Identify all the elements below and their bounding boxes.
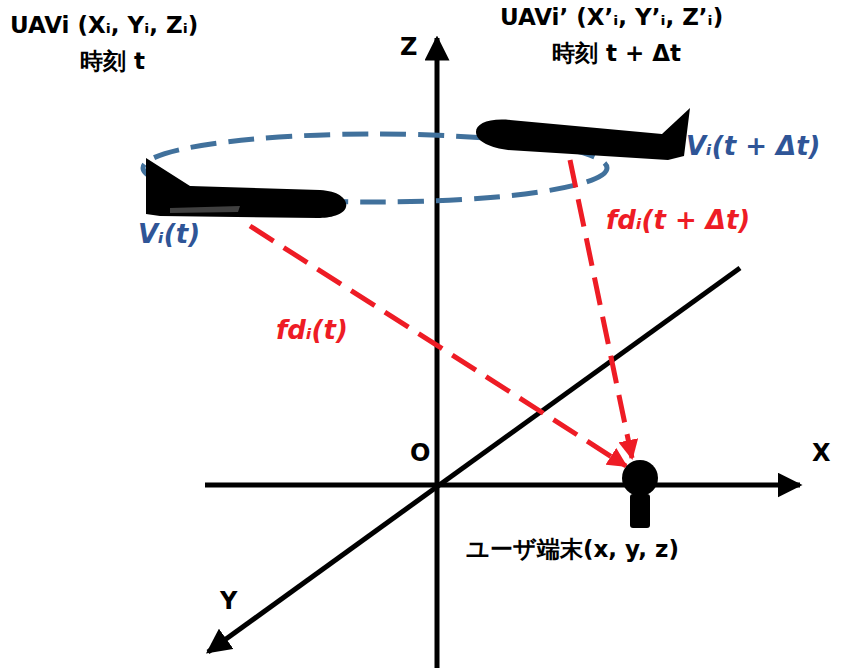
z-axis [435, 38, 440, 668]
label: fdᵢ(t + Δt) [606, 206, 750, 236]
label: 時刻 t + Δt [552, 40, 681, 66]
label: Vᵢ(t) [138, 220, 200, 250]
doppler-link [250, 226, 626, 466]
uav-wing [170, 206, 240, 213]
y-axis [208, 268, 740, 652]
user-terminal-body [630, 494, 650, 528]
label: 時刻 t [80, 48, 145, 74]
doppler-link [570, 160, 632, 458]
label: Z [400, 34, 417, 62]
label: UAVi (Xᵢ, Yᵢ, Zᵢ) [10, 12, 198, 38]
label: X [812, 440, 831, 468]
uav-plane [146, 158, 346, 218]
label: Vᵢ(t + Δt) [686, 132, 820, 162]
label: O [410, 440, 430, 468]
user-terminal-head [622, 460, 658, 496]
label: ユーザ端末(x, y, z) [466, 536, 679, 562]
uav-plane [476, 108, 690, 160]
label: Y [220, 588, 237, 616]
x-axis [205, 483, 800, 488]
label: fdᵢ(t) [276, 316, 348, 346]
label: UAVi’ (X’ᵢ, Y’ᵢ, Z’ᵢ) [500, 4, 723, 30]
